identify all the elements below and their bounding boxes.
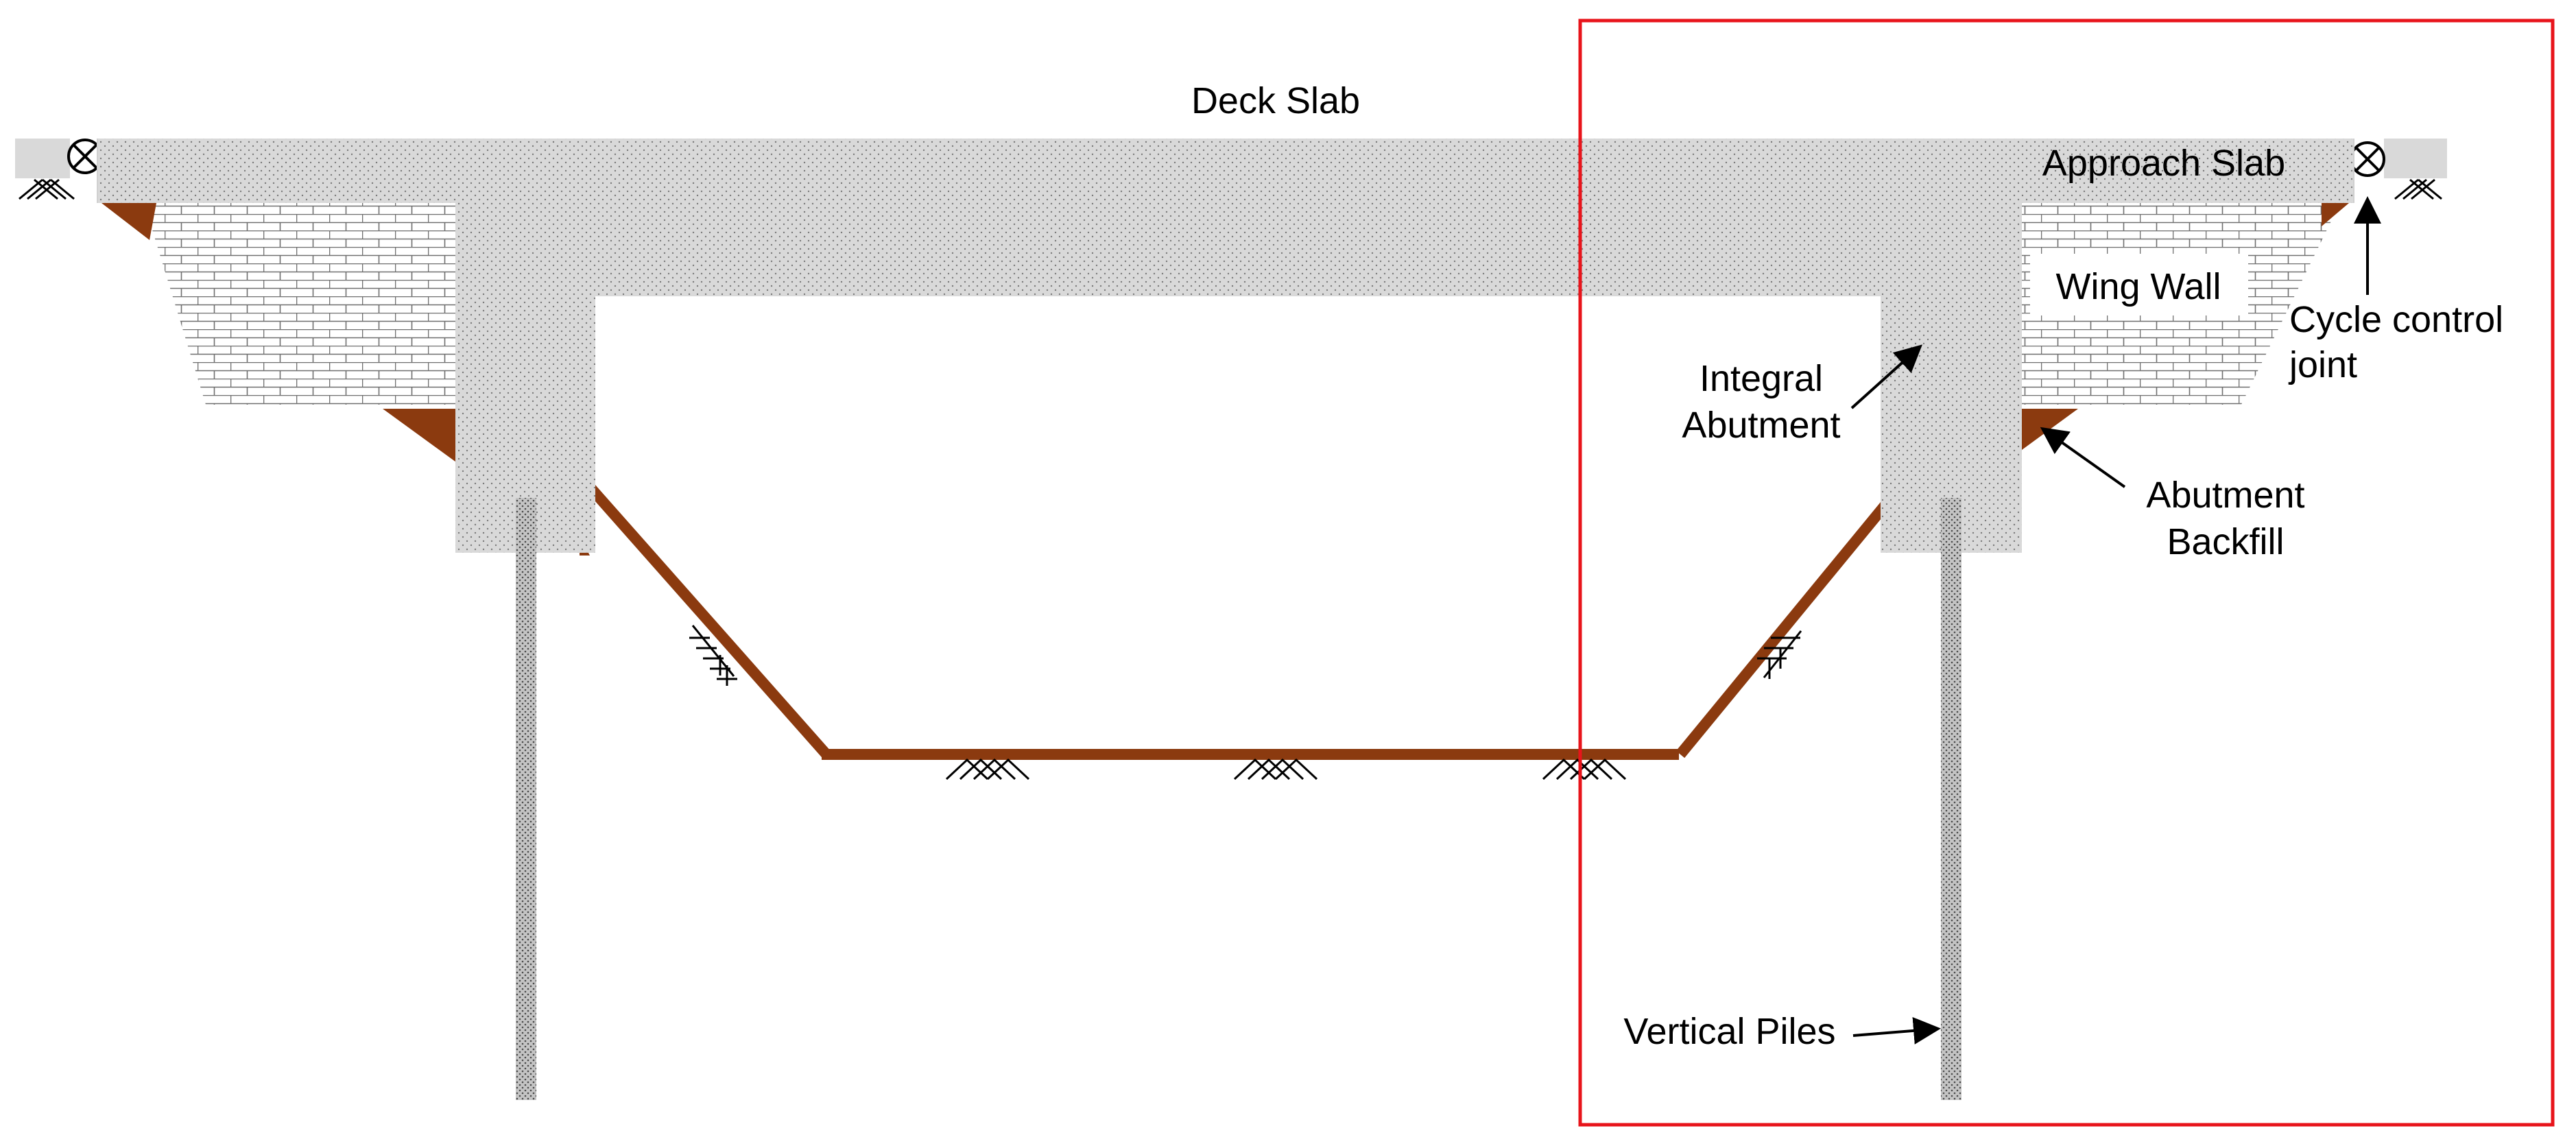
left-backfill-bottom [383, 409, 458, 464]
right-backfill-top [2322, 199, 2354, 226]
right-ground-slope [1675, 500, 1891, 759]
highlight-box [1578, 19, 2555, 1127]
left-approach-support [19, 178, 75, 200]
right-approach-slab [2384, 139, 2447, 178]
approach-slab-label: Approach Slab [2042, 143, 2285, 184]
integral-abutment-label-line1: Integral [1700, 358, 1823, 399]
riverbed-support-hatch [945, 758, 1627, 780]
left-slope-support-hatch [689, 625, 737, 686]
right-backfill-bottom [2022, 409, 2078, 450]
right-approach-support [2394, 178, 2442, 200]
left-backfill-top [102, 203, 156, 240]
integral-abutment-label-line2: Abutment [1682, 405, 1840, 446]
cycle-control-joint-label-line2: joint [2288, 344, 2357, 385]
left-embankment [15, 139, 831, 759]
right-cycle-control-joint-icon [2350, 141, 2385, 177]
right-vertical-pile [1941, 498, 1961, 1100]
vertical-piles-label: Vertical Piles [1623, 1011, 1835, 1052]
right-wing-wall-label-box [2030, 254, 2248, 315]
annotation-arrows [1850, 196, 2381, 1044]
deck-and-abutments [97, 139, 2354, 553]
vertical-piles-arrow [1852, 1016, 1941, 1044]
right-embankment [1675, 139, 2447, 759]
integral-abutment-arrow [1850, 344, 1922, 409]
left-approach-slab [15, 139, 70, 178]
deck-slab-label: Deck Slab [1191, 80, 1360, 121]
abutment-backfill-label-line2: Backfill [2167, 521, 2284, 562]
left-wing-wall [144, 203, 458, 405]
left-cycle-control-joint-icon [67, 139, 103, 174]
right-slope-support-hatch [1757, 630, 1802, 679]
left-vertical-pile [516, 498, 536, 1100]
wing-wall-label: Wing Wall [2055, 266, 2221, 307]
cycle-control-joint-label-line1: Cycle control [2289, 299, 2503, 340]
left-ground-slope [586, 483, 831, 759]
abutment-backfill-label-line1: Abutment [2146, 475, 2304, 516]
abutment-backfill-arrow [2040, 427, 2126, 488]
deck-slab-edge-lines [97, 139, 2354, 203]
